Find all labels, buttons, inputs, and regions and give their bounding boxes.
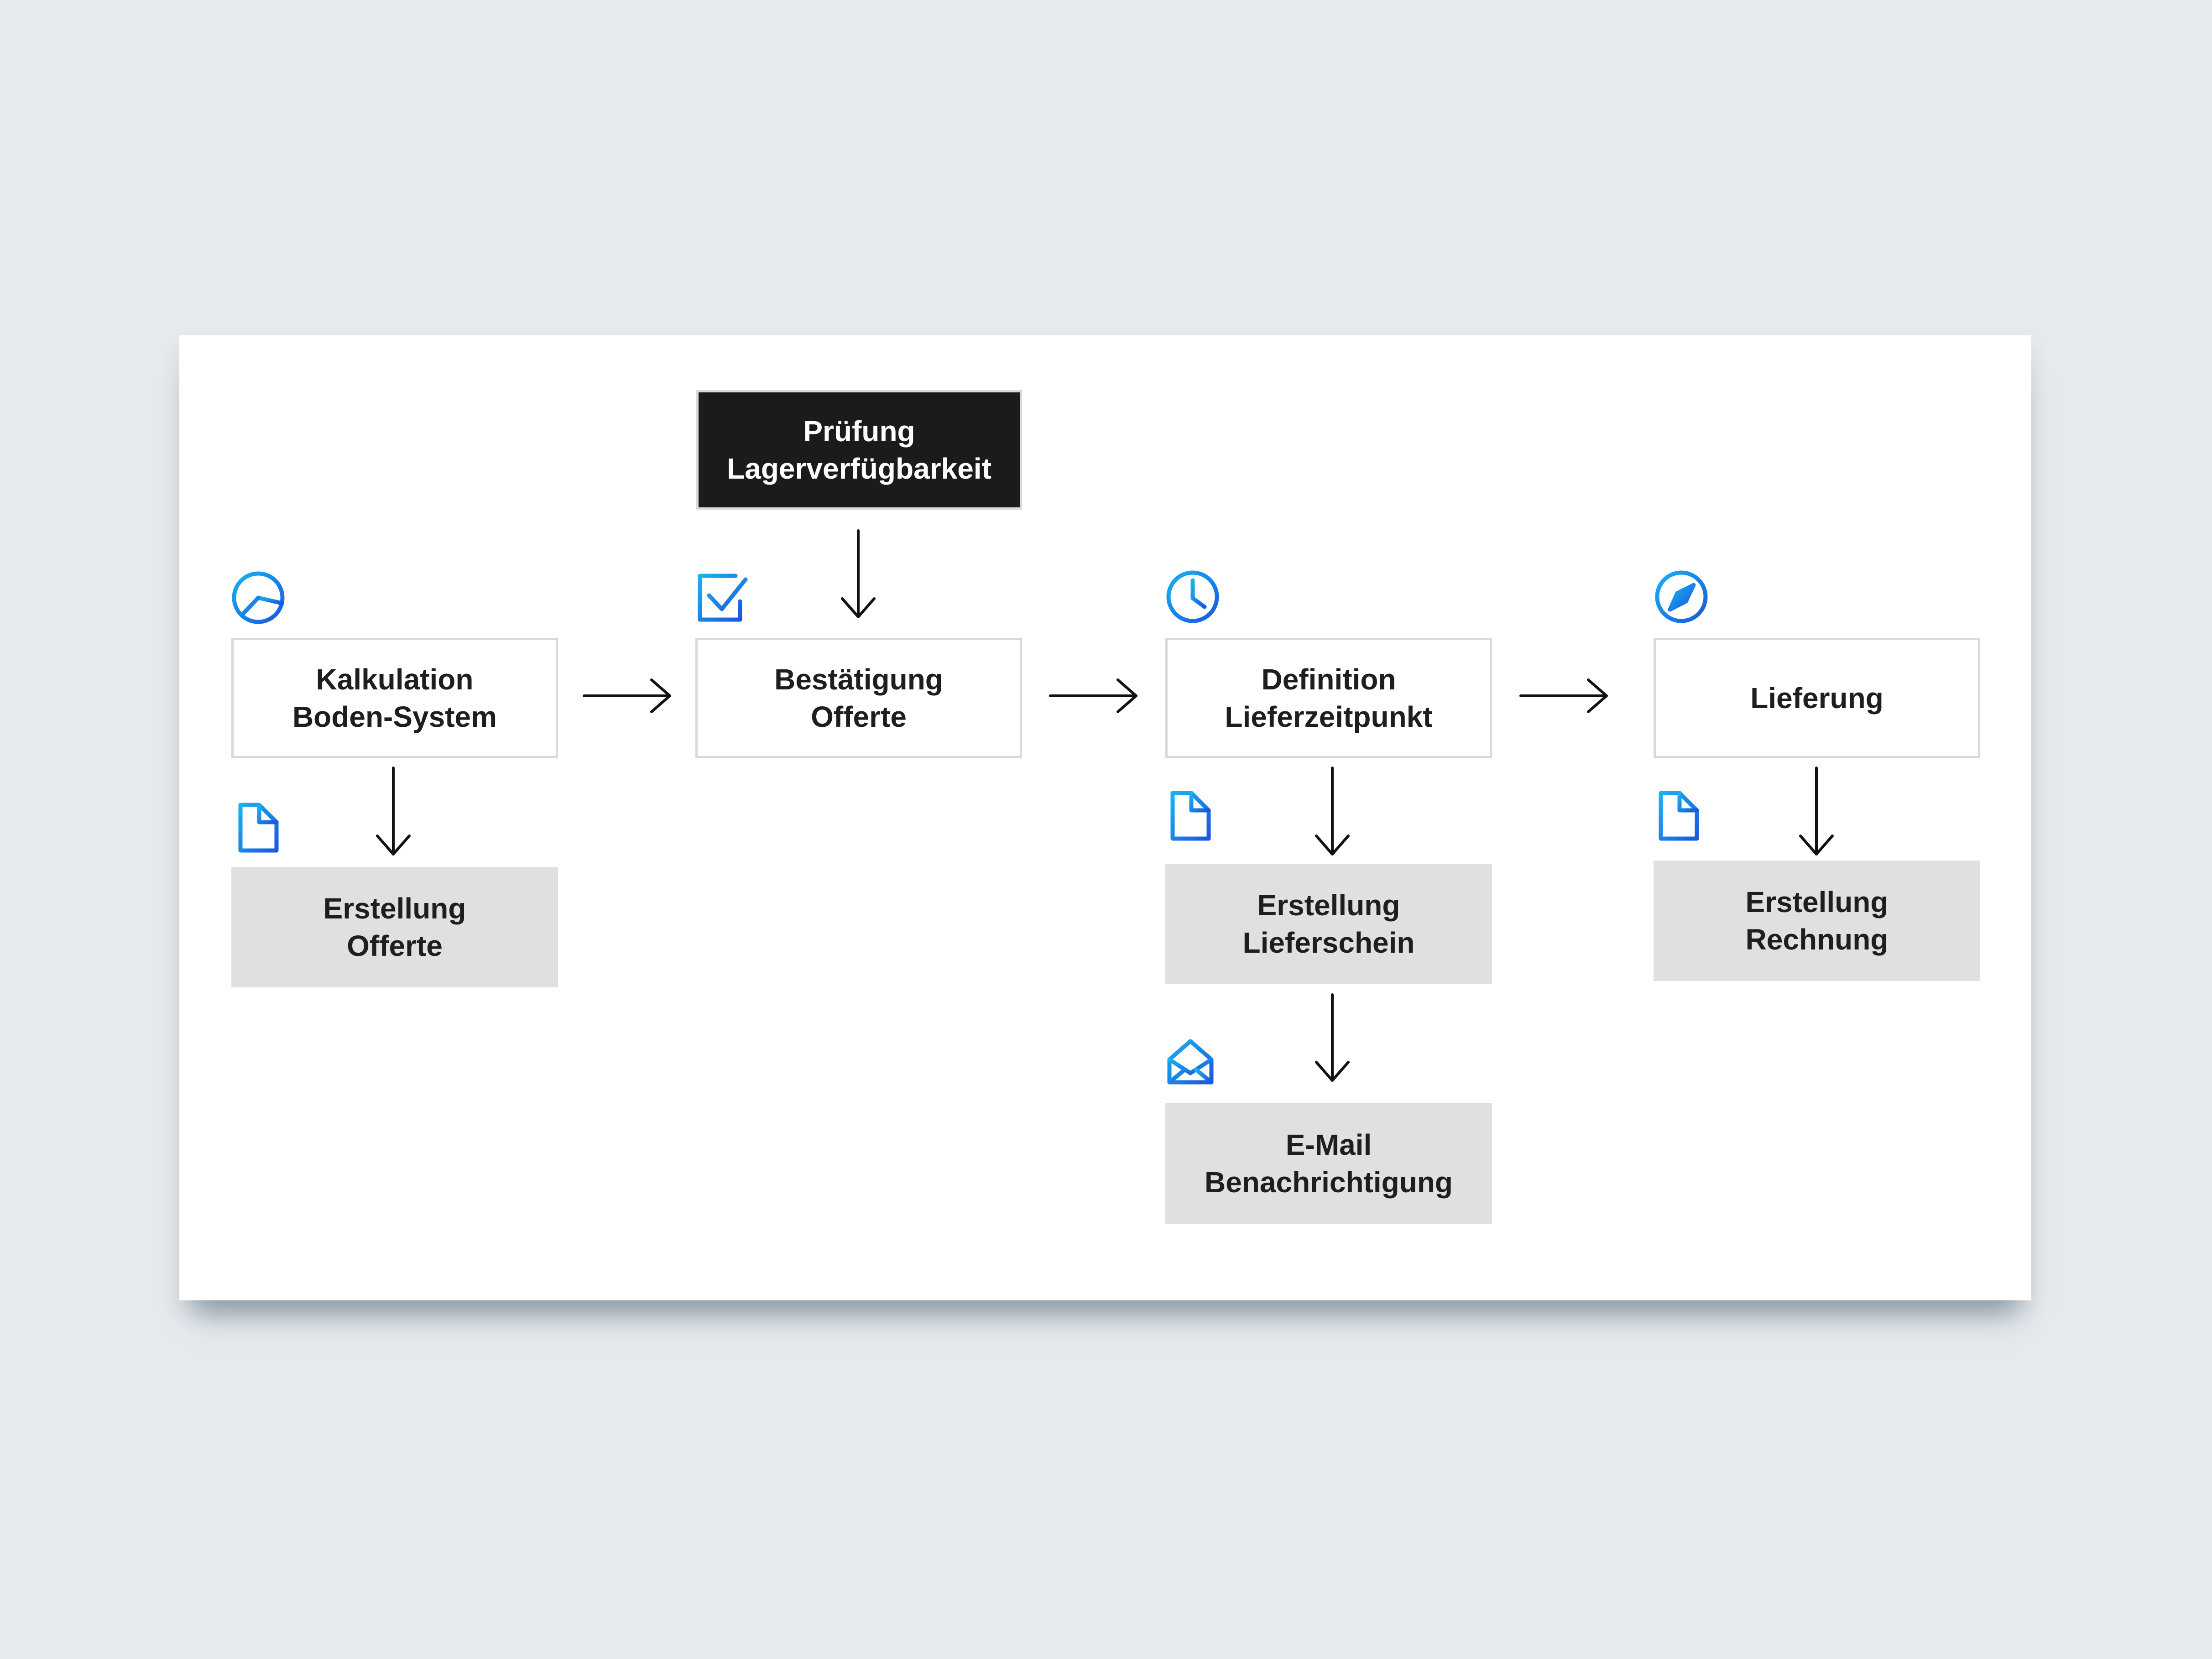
node-label: Prüfung: [803, 415, 915, 448]
node-bestaetigung-offerte: Bestätigung Offerte: [695, 638, 1022, 758]
envelope-open-icon: [1167, 1039, 1214, 1085]
node-pruefung-lagerverfuegbarkeit: Prüfung Lagerverfügbarkeit: [696, 390, 1022, 510]
node-label: Boden-System: [292, 700, 497, 733]
clock-icon: [1166, 570, 1219, 623]
arrow-lieferung-to-erstellung-rechnung: [1799, 767, 1834, 856]
node-erstellung-rechnung: Erstellung Rechnung: [1654, 861, 1980, 981]
node-label: Lieferzeitpunkt: [1225, 700, 1433, 733]
node-label: Lieferung: [1750, 682, 1883, 715]
node-label: Lieferschein: [1242, 926, 1415, 959]
arrow-pruefung-to-bestaetigung: [841, 529, 876, 618]
document-plus-minus-icon: [1170, 791, 1211, 841]
node-label: Rechnung: [1745, 923, 1889, 956]
node-erstellung-offerte: Erstellung Offerte: [231, 867, 558, 987]
arrow-definition-to-lieferung: [1519, 678, 1608, 713]
node-label: Definition: [1261, 663, 1396, 696]
node-label: Erstellung: [1257, 889, 1400, 922]
node-label: Bestätigung: [774, 663, 943, 696]
arrow-lieferschein-to-email: [1315, 993, 1350, 1082]
node-label: Kalkulation: [316, 663, 474, 696]
node-definition-lieferzeitpunkt: Definition Lieferzeitpunkt: [1165, 638, 1492, 758]
pie-chart-icon: [232, 571, 285, 624]
node-kalkulation-boden-system: Kalkulation Boden-System: [231, 638, 558, 758]
checkbox-icon: [698, 574, 748, 622]
arrow-kalkulation-to-erstellung-offerte: [376, 767, 411, 856]
node-email-benachrichtigung: E-Mail Benachrichtigung: [1165, 1103, 1492, 1224]
compass-icon: [1655, 566, 1708, 623]
node-label: Lagerverfügbarkeit: [727, 452, 991, 485]
node-erstellung-lieferschein: Erstellung Lieferschein: [1165, 864, 1492, 984]
arrow-bestaetigung-to-definition: [1049, 678, 1137, 713]
node-label: Benachrichtigung: [1204, 1166, 1453, 1199]
node-label: Offerte: [811, 700, 907, 733]
arrow-kalkulation-to-bestaetigung: [583, 678, 671, 713]
node-label: Erstellung: [323, 892, 466, 925]
node-lieferung: Lieferung: [1654, 638, 1980, 758]
arrow-definition-to-erstellung-lieferschein: [1315, 767, 1350, 856]
node-label: Erstellung: [1745, 886, 1889, 918]
document-plus-minus-icon: [238, 803, 279, 853]
document-plus-minus-icon: [1659, 791, 1699, 841]
node-label: E-Mail: [1285, 1128, 1372, 1161]
node-label: Offerte: [347, 929, 443, 962]
diagram-card: [179, 335, 2031, 1300]
